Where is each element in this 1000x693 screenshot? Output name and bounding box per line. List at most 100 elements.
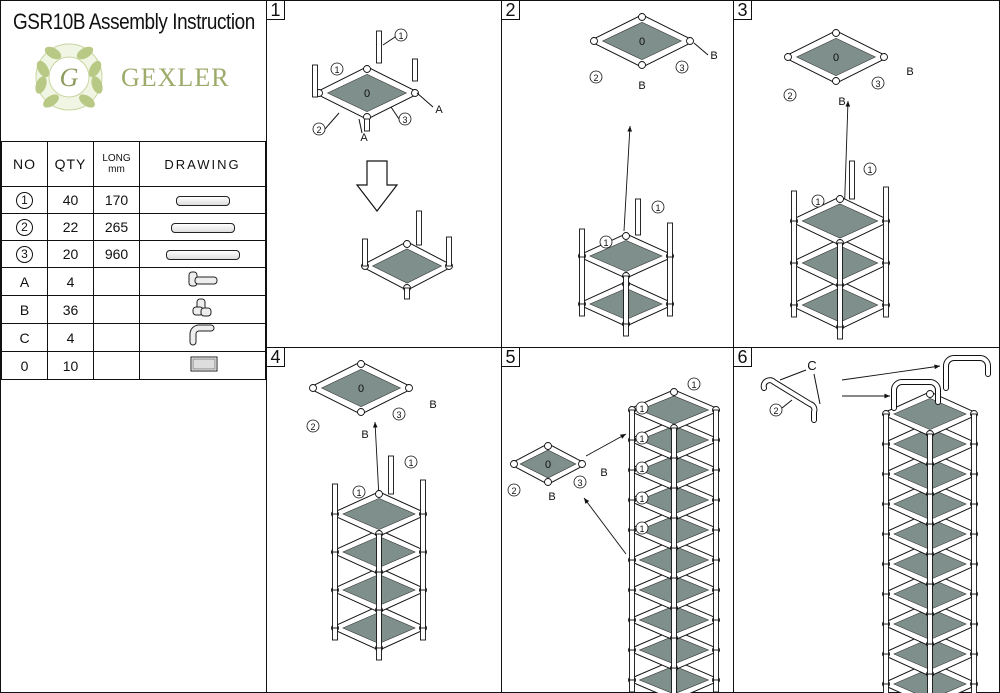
- shelf-panel: [342, 498, 416, 530]
- leader-line: [324, 112, 340, 130]
- callout-circle: [769, 403, 783, 417]
- part-qty: 4: [47, 267, 94, 296]
- connector-joint: [590, 37, 598, 45]
- pole: [883, 623, 889, 655]
- callout-circle: [573, 475, 587, 489]
- panel-label: 0: [364, 88, 370, 100]
- callout-B: B: [600, 467, 607, 479]
- callout-circle: [635, 491, 649, 505]
- part-length: [93, 323, 140, 352]
- shelf-panel-icon: [139, 351, 266, 380]
- callout-part1: 1: [867, 165, 872, 175]
- pole: [579, 303, 585, 317]
- pole: [927, 553, 933, 585]
- callout-circle: [675, 60, 689, 74]
- callout-C: C: [807, 358, 816, 373]
- part-qty: 36: [47, 295, 94, 324]
- pole: [927, 583, 933, 615]
- attach-arrow: [585, 433, 627, 457]
- pole: [671, 607, 677, 639]
- pole: [376, 647, 382, 661]
- callout-part1: 1: [356, 488, 361, 498]
- tube-long-icon: [139, 240, 266, 268]
- connector-joint: [622, 232, 630, 240]
- pole: [883, 186, 889, 222]
- pole: [376, 30, 382, 64]
- callout-B: B: [548, 491, 555, 503]
- leader-line: [781, 399, 793, 409]
- callout-circle: [635, 461, 649, 475]
- pole: [623, 275, 629, 325]
- shelf-panel: [589, 240, 663, 272]
- pole: [629, 499, 635, 531]
- pole: [883, 304, 889, 318]
- pole: [667, 222, 673, 258]
- connector-joint: [832, 77, 840, 85]
- pole: [671, 637, 677, 669]
- pole: [791, 220, 797, 264]
- connector-joint: [670, 388, 678, 396]
- pole: [713, 619, 719, 651]
- pole: [376, 571, 382, 611]
- elbow-c-icon: [943, 355, 991, 391]
- page-title: GSR10B Assembly Instruction: [13, 9, 255, 34]
- table-row: B 36: [1, 295, 266, 324]
- connector-joint: [784, 53, 792, 61]
- part-no: 2: [16, 219, 33, 236]
- connector-joint: [880, 53, 888, 61]
- pole: [837, 284, 843, 328]
- callout-A: A: [360, 132, 368, 144]
- connector-joint: [638, 13, 646, 21]
- connector-joint: [357, 360, 365, 368]
- pole: [623, 323, 629, 337]
- pole: [927, 493, 933, 525]
- step-number: 6: [734, 348, 752, 367]
- pole: [927, 433, 933, 465]
- col-qty: QTY: [47, 141, 94, 187]
- down-arrow-icon: [355, 160, 399, 212]
- pole: [629, 559, 635, 591]
- pole: [883, 683, 889, 693]
- pole: [837, 242, 843, 286]
- callout-part3: 3: [875, 79, 880, 89]
- arrow-head: [884, 393, 890, 399]
- table-row: 2 22 265: [1, 213, 266, 241]
- panel-label: 0: [545, 459, 551, 471]
- connector-joint: [686, 37, 694, 45]
- pole: [791, 190, 797, 222]
- pole: [971, 413, 977, 445]
- pole: [927, 523, 933, 555]
- pole: [971, 563, 977, 595]
- part-qty: 4: [47, 323, 94, 352]
- pole: [332, 483, 338, 515]
- callout-part2: 2: [787, 91, 792, 101]
- callout-part3: 3: [679, 63, 684, 73]
- callout-part1: 1: [655, 203, 660, 213]
- pole: [713, 469, 719, 501]
- connector-joint: [309, 384, 317, 392]
- shelf-panel: [893, 398, 967, 430]
- part-length: [93, 351, 140, 380]
- pole: [420, 627, 426, 641]
- pole: [629, 589, 635, 621]
- pole: [364, 118, 370, 132]
- connector-joint: [363, 65, 371, 73]
- shelf-panel: [638, 395, 710, 425]
- callout-part1: 1: [408, 458, 413, 468]
- panel-label: 0: [639, 36, 645, 48]
- pole: [971, 473, 977, 505]
- pole: [671, 457, 677, 489]
- connector-a-icon: [139, 267, 266, 296]
- pole: [791, 262, 797, 306]
- pole: [579, 228, 585, 258]
- callout-circle: [635, 521, 649, 535]
- callout-A: A: [435, 104, 443, 116]
- pole: [927, 643, 933, 675]
- leader-line: [390, 106, 400, 120]
- pole: [713, 439, 719, 471]
- connector-joint: [578, 460, 586, 468]
